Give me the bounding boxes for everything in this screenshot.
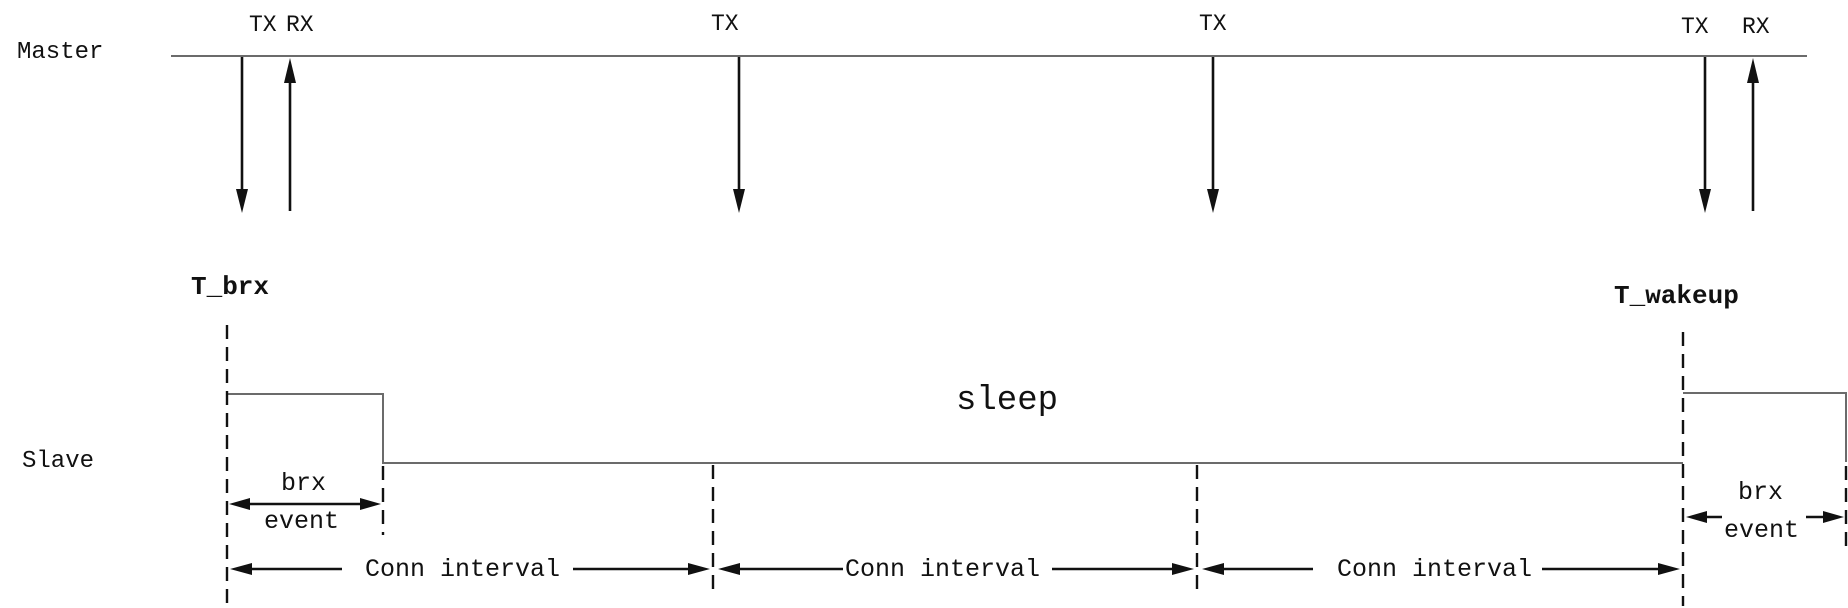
conn-interval-3-arrows bbox=[1202, 563, 1680, 575]
tx-label-2: TX bbox=[711, 11, 739, 37]
tx-arrow-2 bbox=[733, 57, 745, 213]
brx-event-left-arrow bbox=[229, 498, 381, 510]
conn-interval-label-3: Conn interval bbox=[1337, 555, 1533, 584]
brx-event-right-arrow bbox=[1686, 511, 1844, 523]
slave-label: Slave bbox=[22, 448, 95, 475]
brx-event-right-line1: brx bbox=[1738, 478, 1784, 507]
tx-arrow-4 bbox=[1699, 57, 1711, 213]
master-label: Master bbox=[17, 39, 104, 66]
rx-label-2: RX bbox=[1742, 14, 1770, 40]
brx-event-right-line2: event bbox=[1724, 516, 1800, 545]
rx-arrow-2 bbox=[1747, 58, 1759, 211]
t-wakeup-label: T_wakeup bbox=[1614, 281, 1739, 311]
rx-arrow-1 bbox=[284, 58, 296, 211]
t-brx-label: T_brx bbox=[191, 272, 270, 302]
tx-arrow-1 bbox=[236, 57, 248, 213]
tx-label-1: TX bbox=[249, 12, 277, 38]
sleep-label: sleep bbox=[956, 382, 1059, 420]
conn-interval-label-1: Conn interval bbox=[365, 555, 561, 584]
tx-arrow-3 bbox=[1207, 57, 1219, 213]
conn-interval-1-arrows bbox=[230, 563, 710, 575]
brx-event-left-line1: brx bbox=[281, 469, 327, 498]
rx-label-1: RX bbox=[286, 12, 314, 38]
conn-interval-label-2: Conn interval bbox=[845, 555, 1041, 584]
tx-label-4: TX bbox=[1681, 14, 1709, 40]
tx-label-3: TX bbox=[1199, 11, 1227, 37]
slave-waveform bbox=[227, 392, 1847, 464]
brx-event-left-line2: event bbox=[264, 507, 340, 536]
conn-interval-2-arrows bbox=[718, 563, 1194, 575]
